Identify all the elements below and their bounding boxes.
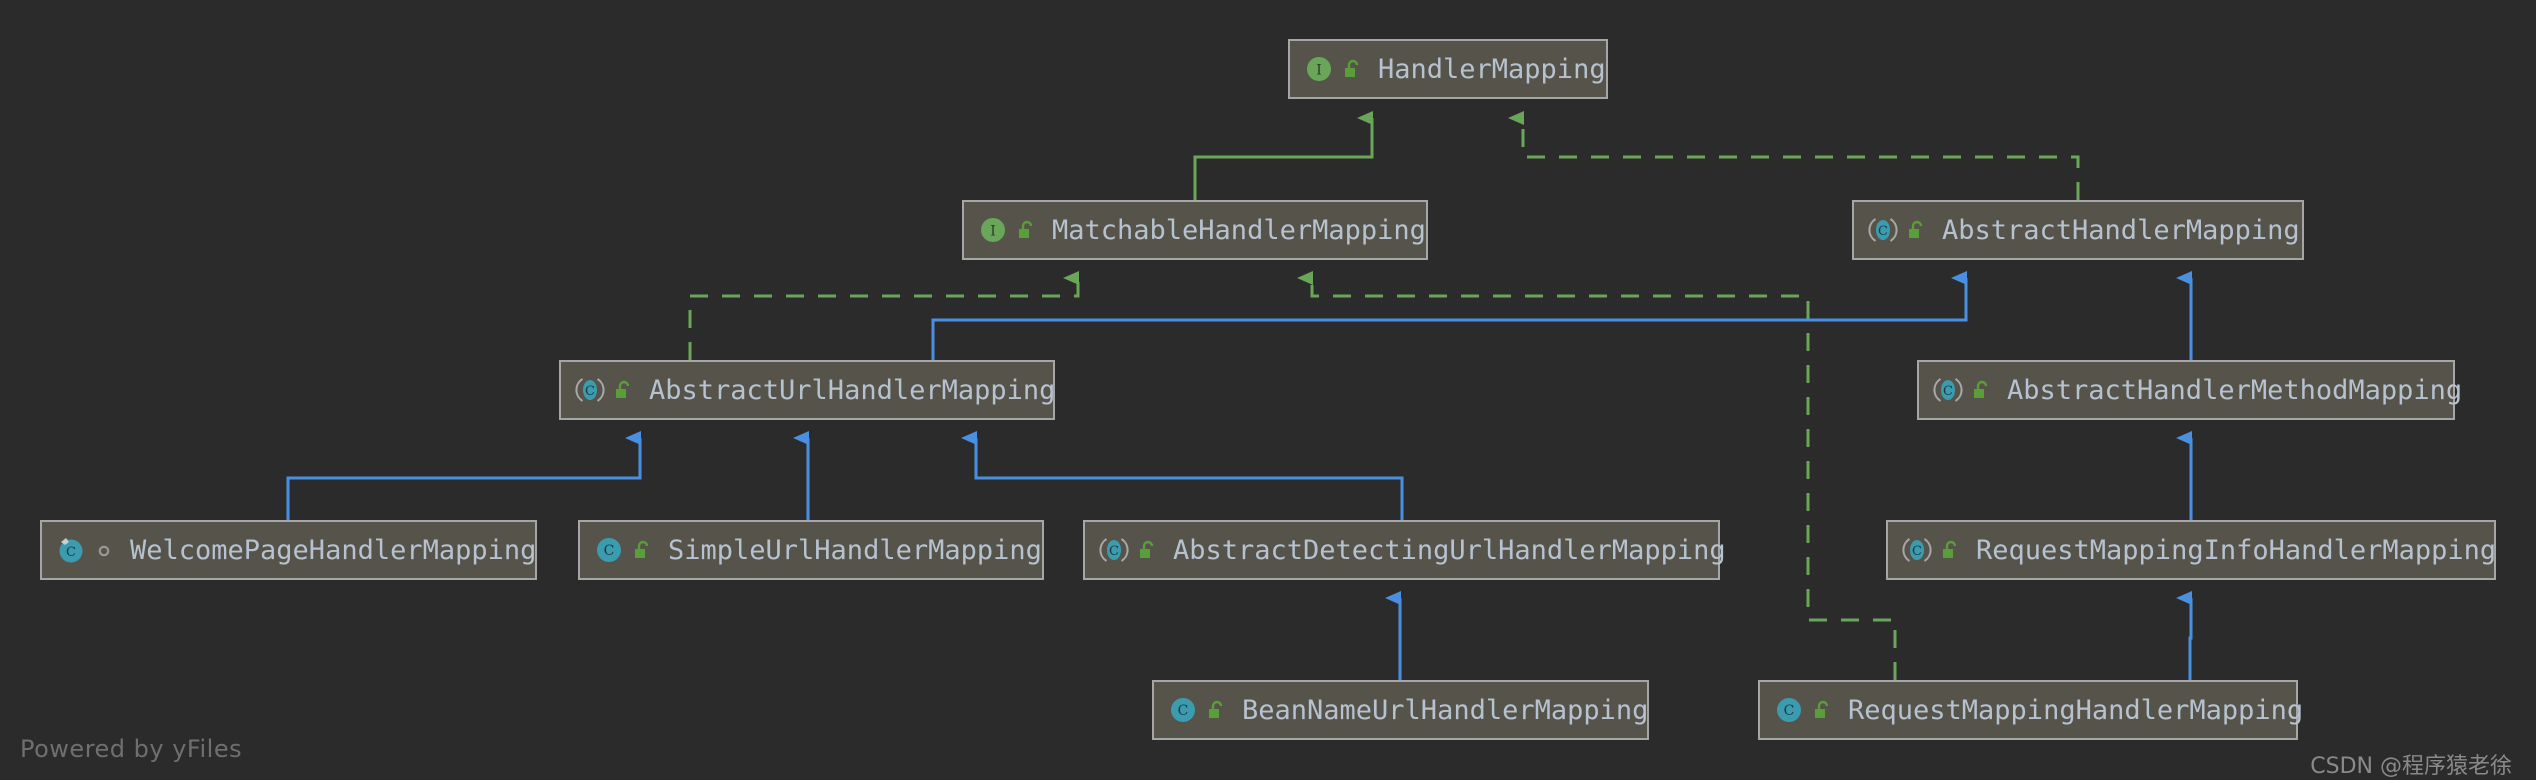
unlocked-public-icon xyxy=(1345,59,1359,77)
edge-abstracturl-to-abstracthandlermapping xyxy=(931,271,1968,360)
class-node-request-mapping-info-handler-mapping[interactable]: C RequestMappingInfoHandlerMapping xyxy=(1886,520,2496,580)
yfiles-watermark: Powered by yFiles xyxy=(20,735,243,763)
svg-text:C: C xyxy=(1878,224,1888,239)
abstract-class-icon: C xyxy=(1933,378,1963,402)
abstract-class-icon: C xyxy=(1099,538,1129,562)
edge-requestmappinghandler-to-matchable xyxy=(1297,271,1897,680)
class-icon: C xyxy=(597,538,621,562)
edge-abstracthandlermapping-to-handlermapping xyxy=(1508,111,2080,200)
class-node-label: HandlerMapping xyxy=(1378,53,1606,85)
class-node-label: AbstractDetectingUrlHandlerMapping xyxy=(1173,534,1726,566)
svg-text:C: C xyxy=(585,384,595,399)
class-node-label: MatchableHandlerMapping xyxy=(1052,214,1426,246)
final-class-icon: C xyxy=(59,538,83,563)
abstract-class-icon: C xyxy=(1868,218,1898,242)
svg-text:I: I xyxy=(1316,63,1322,79)
class-node-label: RequestMappingInfoHandlerMapping xyxy=(1976,534,2497,566)
svg-text:I: I xyxy=(990,224,996,240)
edge-welcomepage-to-abstracturl xyxy=(286,431,642,520)
svg-text:C: C xyxy=(1943,384,1953,399)
svg-text:C: C xyxy=(1784,703,1795,719)
unlocked-public-icon xyxy=(1140,540,1154,558)
class-node-label: AbstractHandlerMapping xyxy=(1942,214,2300,246)
edge-requestmappinghandler-to-requestmappinginfo xyxy=(2176,591,2193,680)
class-node-label: SimpleUrlHandlerMapping xyxy=(668,534,1042,566)
class-node-label: RequestMappingHandlerMapping xyxy=(1848,694,2304,726)
edge-matchable-to-handlermapping xyxy=(1193,111,1374,200)
unlocked-public-icon xyxy=(1974,380,1988,398)
class-node-label: WelcomePageHandlerMapping xyxy=(130,534,537,566)
class-node-label: AbstractUrlHandlerMapping xyxy=(649,374,1056,406)
csdn-watermark: CSDN @程序猿老徐 xyxy=(2310,754,2512,779)
interface-icon: I xyxy=(1307,57,1331,81)
svg-text:C: C xyxy=(1109,544,1119,559)
svg-text:C: C xyxy=(604,543,615,559)
unlocked-public-icon xyxy=(1909,220,1923,238)
abstract-class-icon: C xyxy=(575,378,605,402)
class-node-matchable-handler-mapping[interactable]: I MatchableHandlerMapping xyxy=(962,200,1428,260)
class-node-label: BeanNameUrlHandlerMapping xyxy=(1242,694,1649,726)
class-node-abstract-detecting-url-handler-mapping[interactable]: C AbstractDetectingUrlHandlerMapping xyxy=(1083,520,1726,580)
class-node-label: AbstractHandlerMethodMapping xyxy=(2007,374,2463,406)
class-node-bean-name-url-handler-mapping[interactable]: C BeanNameUrlHandlerMapping xyxy=(1152,680,1649,740)
class-node-simple-url-handler-mapping[interactable]: C SimpleUrlHandlerMapping xyxy=(578,520,1044,580)
unlocked-public-icon xyxy=(616,380,630,398)
class-node-handler-mapping[interactable]: I HandlerMapping xyxy=(1288,39,1608,99)
class-node-request-mapping-handler-mapping[interactable]: C RequestMappingHandlerMapping xyxy=(1758,680,2303,740)
unlocked-public-icon xyxy=(1209,700,1223,718)
class-node-abstract-url-handler-mapping[interactable]: C AbstractUrlHandlerMapping xyxy=(559,360,1055,420)
svg-text:C: C xyxy=(1912,544,1922,559)
unlocked-public-icon xyxy=(1019,220,1033,238)
edge-abstractdetecting-to-abstracturl xyxy=(961,431,1404,520)
class-node-welcome-page-handler-mapping[interactable]: C WelcomePageHandlerMapping xyxy=(40,520,537,580)
abstract-class-icon: C xyxy=(1902,538,1932,562)
edge-abstracturl-to-matchable xyxy=(688,271,1080,360)
unlocked-public-icon xyxy=(1943,540,1957,558)
unlocked-public-icon xyxy=(1815,700,1829,718)
unlocked-public-icon xyxy=(635,540,649,558)
class-icon: C xyxy=(1171,698,1195,722)
package-private-icon xyxy=(98,545,110,557)
interface-icon: I xyxy=(981,218,1005,242)
class-icon: C xyxy=(1777,698,1801,722)
svg-text:C: C xyxy=(1178,703,1189,719)
class-node-abstract-handler-method-mapping[interactable]: C AbstractHandlerMethodMapping xyxy=(1917,360,2462,420)
svg-text:C: C xyxy=(66,545,76,560)
class-node-abstract-handler-mapping[interactable]: C AbstractHandlerMapping xyxy=(1852,200,2304,260)
